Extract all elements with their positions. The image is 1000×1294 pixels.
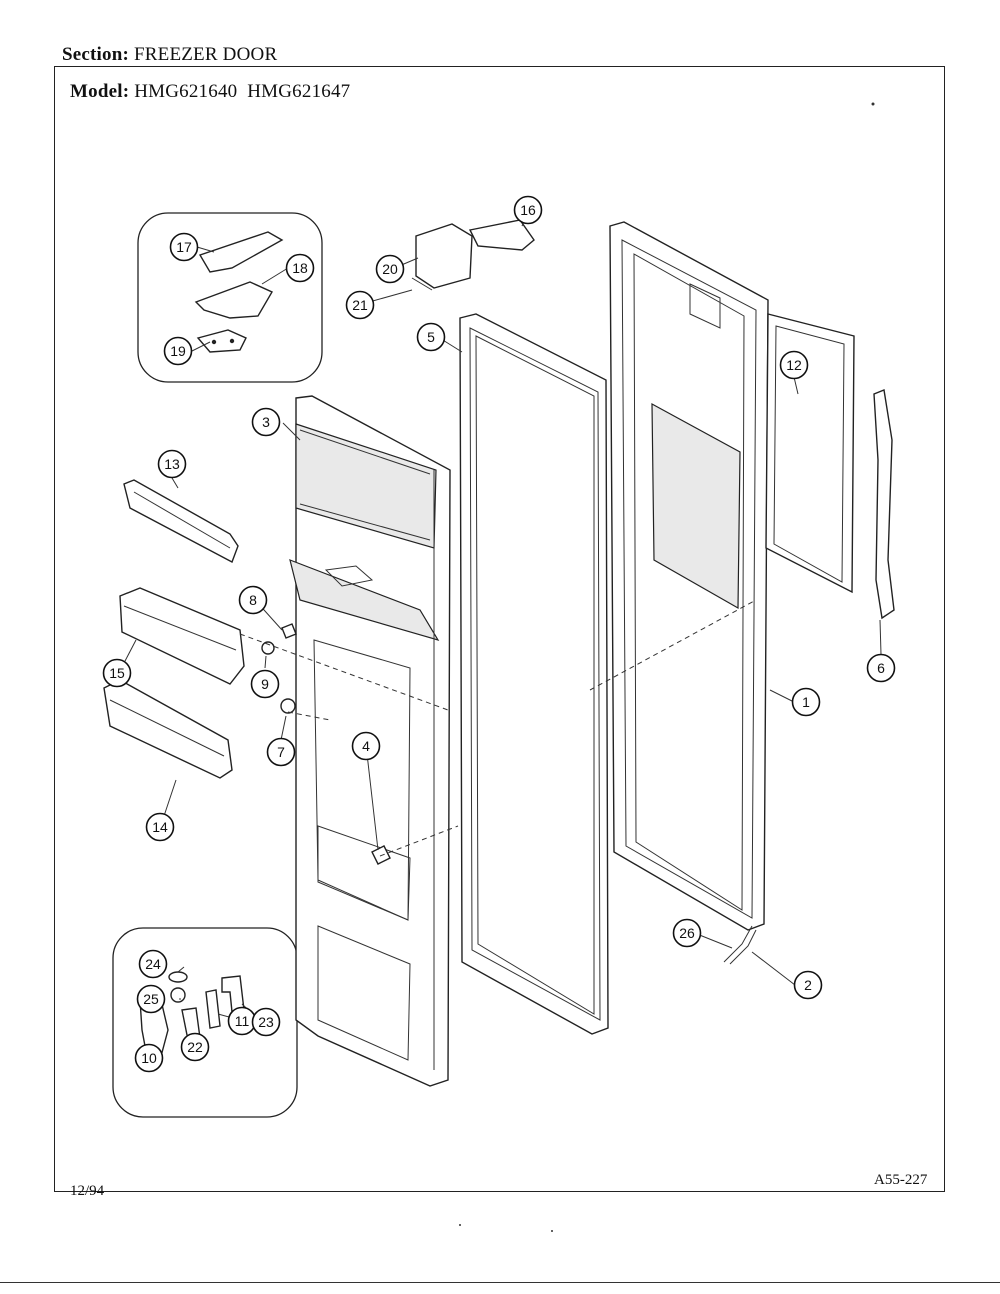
callout-label: 23 (258, 1014, 274, 1030)
callout-26: 26 (672, 918, 702, 948)
callout-label: 2 (804, 977, 812, 993)
liner-bottom-recess (317, 925, 411, 1061)
callout-16: 16 (513, 195, 543, 225)
bottom-rule (0, 1282, 1000, 1283)
model-value: HMG621640 HMG621647 (134, 81, 351, 102)
callout-2: 2 (793, 970, 823, 1000)
part-21-screw (411, 277, 433, 291)
part-8-nut (281, 623, 297, 639)
callout-12: 12 (779, 350, 809, 380)
inset-hinge-bottom-box (112, 927, 298, 1118)
part-16-hinge-arm (468, 219, 535, 251)
callout-9: 9 (250, 669, 280, 699)
callout-label: 7 (277, 744, 285, 760)
callout-label: 20 (382, 261, 398, 277)
callout-label: 21 (352, 297, 368, 313)
part-13-door-shelf (123, 479, 239, 563)
part-24-washer (168, 971, 188, 983)
callout-5: 5 (416, 322, 446, 352)
part-12-panel (765, 313, 855, 594)
section-label: Section: (62, 44, 130, 65)
part-17-hinge-cover (198, 231, 284, 273)
callout-label: 4 (362, 738, 370, 754)
part-23-hinge-bracket (221, 975, 245, 1013)
callout-label: 13 (164, 456, 180, 472)
date-code: 12/94 (70, 1183, 105, 1199)
callout-label: 25 (143, 991, 159, 1007)
part-4-screw (371, 845, 391, 865)
callout-label: 22 (187, 1039, 203, 1055)
callout-label: 14 (152, 819, 168, 835)
model-heading: Model: HMG621640 HMG621647 (70, 81, 350, 103)
callout-label: 19 (170, 343, 186, 359)
callout-6: 6 (866, 653, 896, 683)
callout-10: 10 (134, 1043, 164, 1073)
part-19-shim (196, 329, 247, 353)
callout-7: 7 (266, 737, 296, 767)
model-label: Model: (70, 81, 130, 102)
part-18-hinge-plate (194, 281, 273, 319)
callout-4: 4 (351, 731, 381, 761)
callout-label: 24 (145, 956, 161, 972)
callout-label: 3 (262, 414, 270, 430)
part-15-door-bin (119, 587, 245, 685)
part-7-plug (280, 698, 296, 714)
part-5-gasket (459, 313, 609, 1035)
callout-20: 20 (375, 254, 405, 284)
callout-17: 17 (169, 232, 199, 262)
callout-18: 18 (285, 253, 315, 283)
callout-22: 22 (180, 1032, 210, 1062)
callout-label: 9 (261, 676, 269, 692)
callout-1: 1 (791, 687, 821, 717)
callout-24: 24 (138, 949, 168, 979)
door-dispenser-opening (651, 402, 741, 610)
callout-label: 1 (802, 694, 810, 710)
callout-label: 11 (235, 1013, 250, 1029)
inset-hinge-top-box (137, 212, 323, 383)
callout-label: 26 (679, 925, 695, 941)
callout-label: 12 (786, 357, 802, 373)
callout-label: 16 (520, 202, 536, 218)
callout-label: 18 (292, 260, 308, 276)
callout-19: 19 (163, 336, 193, 366)
callout-23: 23 (251, 1007, 281, 1037)
part-26-wire (723, 925, 753, 963)
callout-label: 6 (877, 660, 885, 676)
section-value: FREEZER DOOR (134, 44, 278, 65)
callout-13: 13 (157, 449, 187, 479)
part-25-bushing (170, 987, 186, 1003)
callout-15: 15 (102, 658, 132, 688)
callout-label: 15 (109, 665, 125, 681)
callout-label: 17 (176, 239, 192, 255)
callout-14: 14 (145, 812, 175, 842)
part-11-bracket (205, 989, 221, 1029)
callout-label: 5 (427, 329, 435, 345)
liner-dispenser-ledge (289, 559, 440, 642)
callout-label: 10 (141, 1050, 157, 1066)
drawing-number: A55-227 (874, 1172, 928, 1188)
section-heading: Section: FREEZER DOOR (62, 44, 277, 66)
callout-11: 11 (227, 1006, 257, 1036)
diagram-frame (54, 66, 945, 1192)
callout-label: 8 (249, 592, 257, 608)
part-20-hinge-block (415, 223, 473, 289)
callout-21: 21 (345, 290, 375, 320)
callout-3: 3 (251, 407, 281, 437)
callout-25: 25 (136, 984, 166, 1014)
part-9-spacer (261, 641, 275, 655)
part-6-handle (873, 389, 895, 620)
callout-8: 8 (238, 585, 268, 615)
